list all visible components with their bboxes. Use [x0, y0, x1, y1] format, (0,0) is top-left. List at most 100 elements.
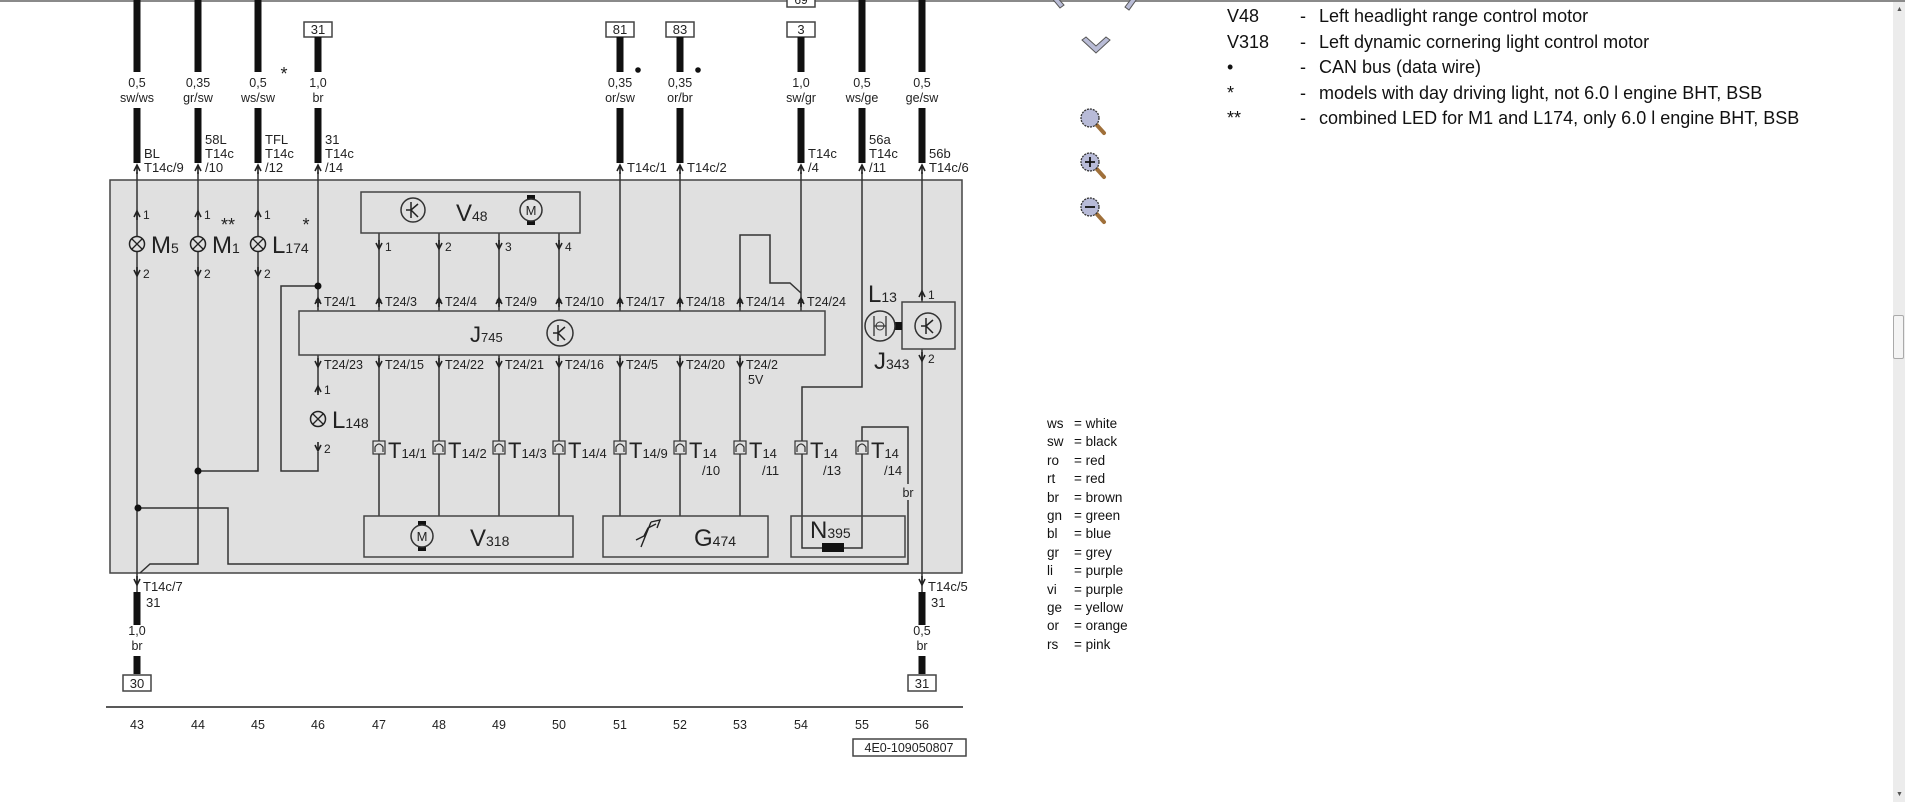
color-abbreviation: li: [1047, 563, 1053, 579]
pin-arrow-up-icon: [616, 163, 624, 174]
pin-arrow-down-icon: [555, 358, 563, 369]
document-id-box: [852, 738, 967, 757]
color-code-row: br= brown: [1047, 489, 1128, 507]
zoom-out-icon[interactable]: [1078, 195, 1112, 232]
t14-letter: T: [508, 438, 521, 463]
connector-pin-label: T24/22: [445, 358, 484, 372]
color-name: = brown: [1074, 489, 1123, 505]
legend-description: models with day driving light, not 6.0 l…: [1319, 82, 1763, 103]
color-code-row: bl= blue: [1047, 525, 1128, 543]
wire-size: 0,35: [186, 76, 210, 90]
gas-discharge-lamp-core-icon: [875, 321, 885, 331]
chevron-up-left-partial-icon[interactable]: [1048, 0, 1068, 21]
legend-code: *: [1227, 82, 1235, 103]
terminal-label-above: 69: [794, 0, 808, 7]
color-name: = purple: [1074, 581, 1124, 597]
t14-letter: T: [749, 438, 762, 463]
pin-arrow-down-icon: [435, 358, 443, 369]
color-abbreviation: vi: [1047, 581, 1057, 597]
connector-pin-label: T14c/6: [929, 160, 969, 175]
connector-pin-label: 56b: [929, 146, 951, 161]
j343-label-subscript: 343: [886, 356, 910, 372]
zoom-in-icon[interactable]: [1078, 150, 1112, 187]
can-bus-dot: [635, 67, 641, 73]
color-code-row: ws= white: [1047, 415, 1128, 433]
motor-icon-glyph: M: [417, 529, 428, 544]
lamp-label: L174: [272, 232, 309, 259]
t14-letter: T: [629, 438, 642, 463]
pin-arrow-up-icon: [314, 296, 322, 307]
wire-size: 1,0: [128, 624, 145, 638]
magnifier-icon[interactable]: [1078, 106, 1112, 143]
connector-pin-label: T14c/1: [627, 160, 667, 175]
connector-pin-label: T24/20: [686, 358, 725, 372]
color-abbreviation: sw: [1047, 434, 1064, 450]
legend-description: Left headlight range control motor: [1319, 6, 1589, 26]
connector-pin-label: /11: [869, 160, 886, 175]
scroll-up-arrow-icon[interactable]: ▲: [1896, 6, 1903, 13]
color-name: = yellow: [1074, 600, 1124, 616]
pin-arrow-down-icon: [616, 358, 624, 369]
column-number: 47: [372, 718, 386, 732]
wire-55: [801, 172, 863, 549]
wire-t24-14-loop: [739, 234, 802, 311]
t14-subscript: 14/1: [401, 446, 426, 461]
scrollbar-thumb[interactable]: [1893, 315, 1904, 359]
wire-size: 0,5: [853, 76, 870, 90]
terminal-label: 30: [130, 676, 144, 691]
connector-socket-icon: [796, 443, 806, 452]
pin-arrow-up-icon: [858, 163, 866, 174]
t14-subscript: 14/2: [461, 446, 486, 461]
control-unit-icon: [400, 197, 426, 223]
connector-pin-label: T24/2: [746, 358, 778, 372]
document-id: 4E0-109050807: [865, 741, 954, 755]
t14-subscript: 14: [762, 446, 776, 461]
scroll-down-arrow-icon[interactable]: ▼: [1896, 791, 1903, 798]
pin-number: 1: [324, 383, 331, 397]
n395-label: N395: [810, 517, 851, 544]
connector-pin-label: T24/18: [686, 295, 725, 309]
pin-arrow-down-icon: [375, 240, 383, 251]
t14-subscript-line2: /14: [884, 463, 902, 478]
pin-arrow-down-icon: [555, 240, 563, 251]
t14-connector-label: T14/3: [508, 438, 547, 463]
connector-socket-icon: [675, 443, 685, 452]
pin-number: 2: [264, 267, 271, 281]
column-number: 52: [673, 718, 687, 732]
color-name: = red: [1074, 471, 1106, 487]
connector-pin-label: T14c: [325, 146, 354, 161]
chevron-up-right-partial-icon[interactable]: [1123, 0, 1143, 21]
connector-icon: [673, 440, 687, 455]
t14-connector-label: T14: [871, 438, 899, 463]
connector-pin-label: T14c: [205, 146, 234, 161]
pin-arrow-down-icon: [495, 358, 503, 369]
wire-color: br: [312, 91, 323, 105]
v48-component-box: [360, 191, 581, 234]
v48-label-letter: V: [456, 200, 472, 227]
vertical-scrollbar[interactable]: ▲ ▼: [1893, 2, 1905, 802]
motor-icon-glyph: M: [526, 203, 537, 218]
chevron-down-icon[interactable]: [1080, 35, 1112, 62]
connector-pin-label: /10: [205, 160, 223, 175]
pin-arrow-up-icon: [918, 163, 926, 174]
t14-connector-label: T14: [689, 438, 717, 463]
lamp-label: M1: [212, 232, 240, 259]
v48-label-subscript: 48: [472, 208, 488, 224]
pin-arrow-down-icon: [314, 442, 322, 453]
n395-label-subscript: 395: [827, 525, 851, 541]
legend-code: **: [1227, 108, 1242, 128]
t14-connector-label: T14/9: [629, 438, 668, 463]
wire-size: 0,35: [668, 76, 692, 90]
connector-pin-label: /4: [808, 160, 819, 175]
connector-pin-label: T24/10: [565, 295, 604, 309]
connector-pin-label: /14: [325, 160, 343, 175]
t14-subscript: 14: [702, 446, 716, 461]
pin-arrow-down-icon: [254, 267, 262, 278]
t14-connector-label: T14: [749, 438, 777, 463]
column-number: 45: [251, 718, 265, 732]
terminal-label: 81: [613, 22, 627, 37]
connector-icon: [552, 440, 566, 455]
t14-subscript: 14: [823, 446, 837, 461]
connector-pin-label: T24/5: [626, 358, 658, 372]
wire-size: 1,0: [792, 76, 809, 90]
